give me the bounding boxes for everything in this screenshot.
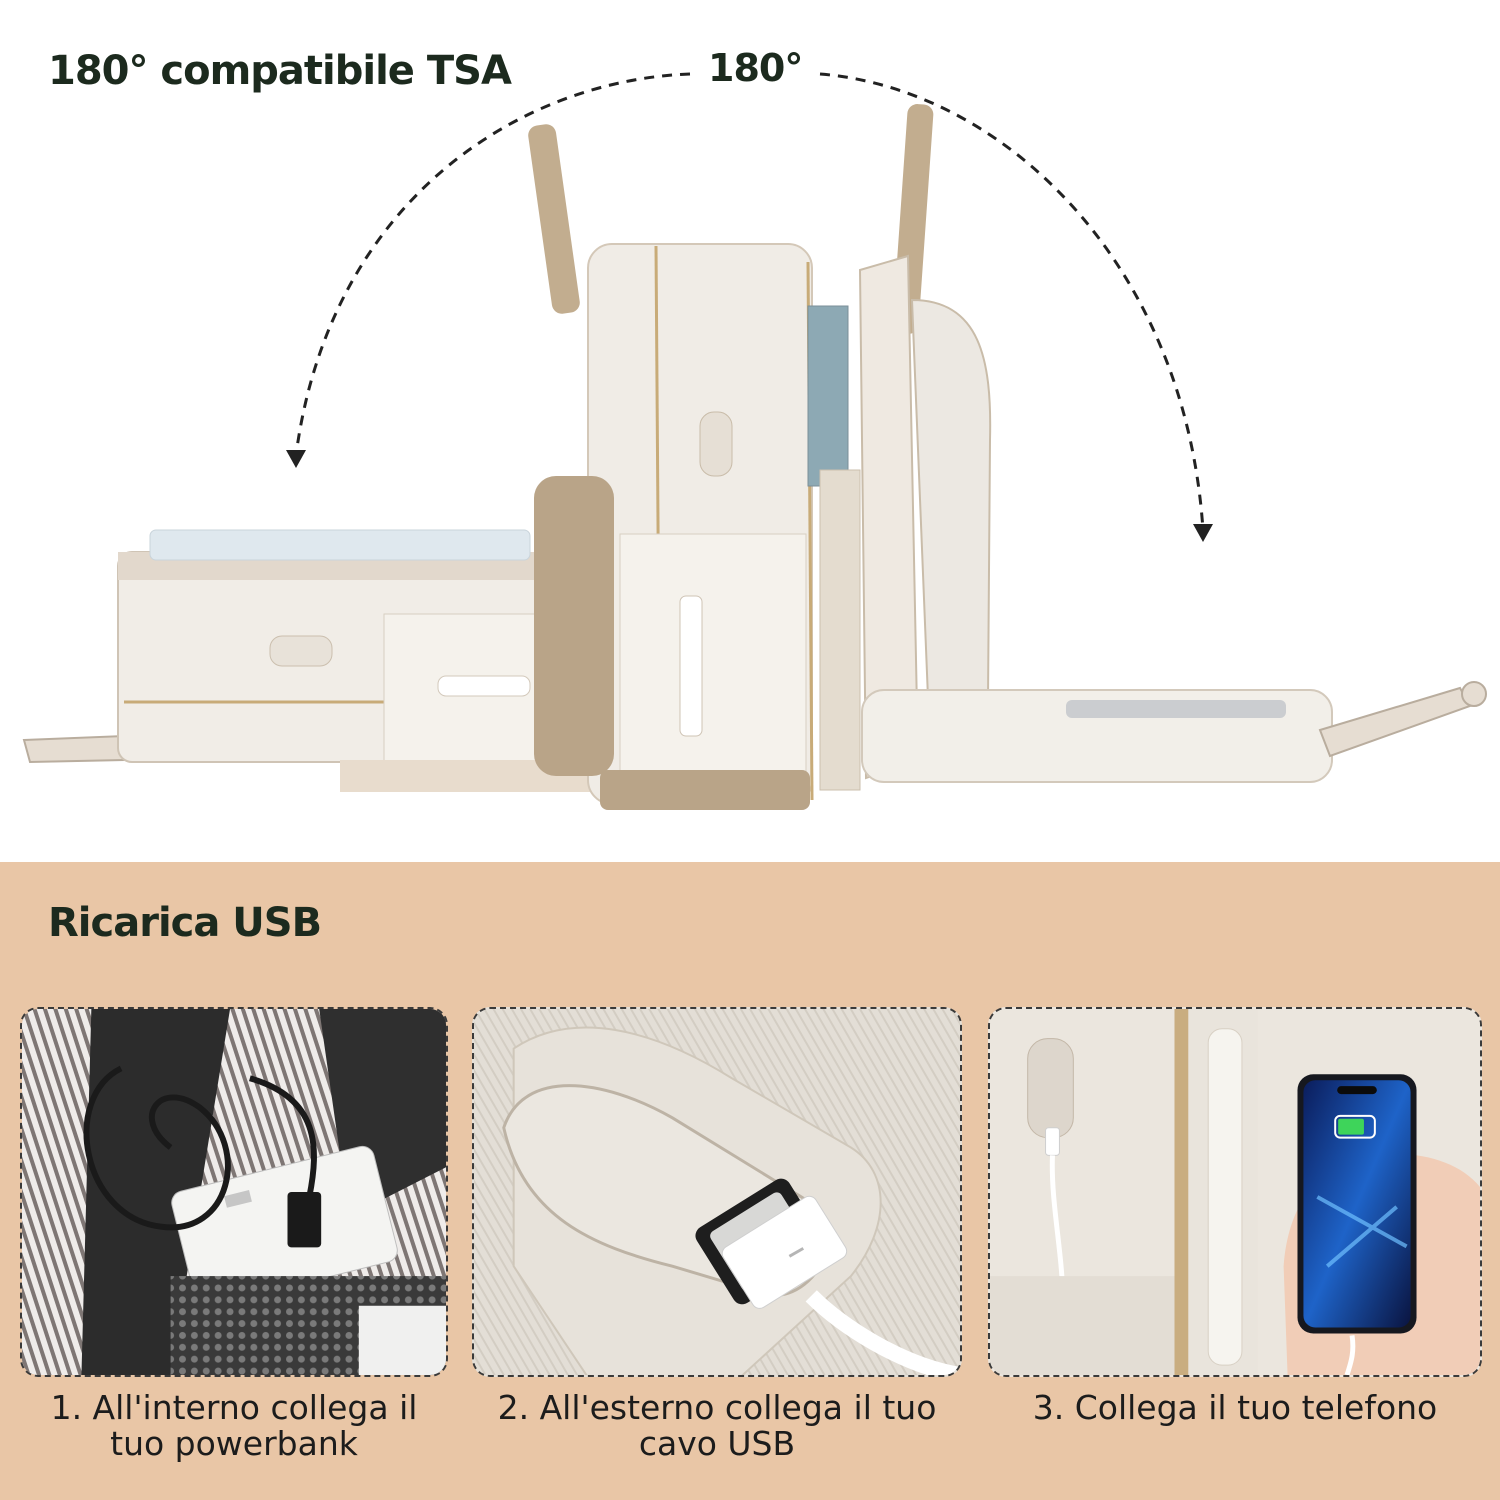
- arrow-left-icon: [286, 450, 306, 468]
- backpack-right-half: [858, 104, 1487, 783]
- step-image-powerbank: [20, 1007, 448, 1377]
- step-image-phone: [988, 1007, 1482, 1377]
- step-caption-3: 3. Collega il tuo telefono: [1032, 1388, 1438, 1427]
- rotation-arc-left: [294, 72, 691, 456]
- arrow-right-icon: [1193, 524, 1213, 542]
- section-title-usb: Ricarica USB: [48, 900, 322, 946]
- section-title-tsa: 180° compatibile TSA: [48, 48, 512, 94]
- backpack-center-body: [528, 124, 861, 810]
- rotation-arc-right: [819, 72, 1205, 531]
- backpack-180-illustration: [22, 72, 1487, 810]
- backpack-left-half: [22, 529, 610, 792]
- angle-label: 180°: [708, 46, 803, 90]
- step-caption-1: 1. All'interno collega il tuo powerbank: [50, 1388, 418, 1463]
- step-image-usb-port: [472, 1007, 962, 1377]
- step-caption-2: 2. All'esterno collega il tuo cavo USB: [497, 1388, 937, 1463]
